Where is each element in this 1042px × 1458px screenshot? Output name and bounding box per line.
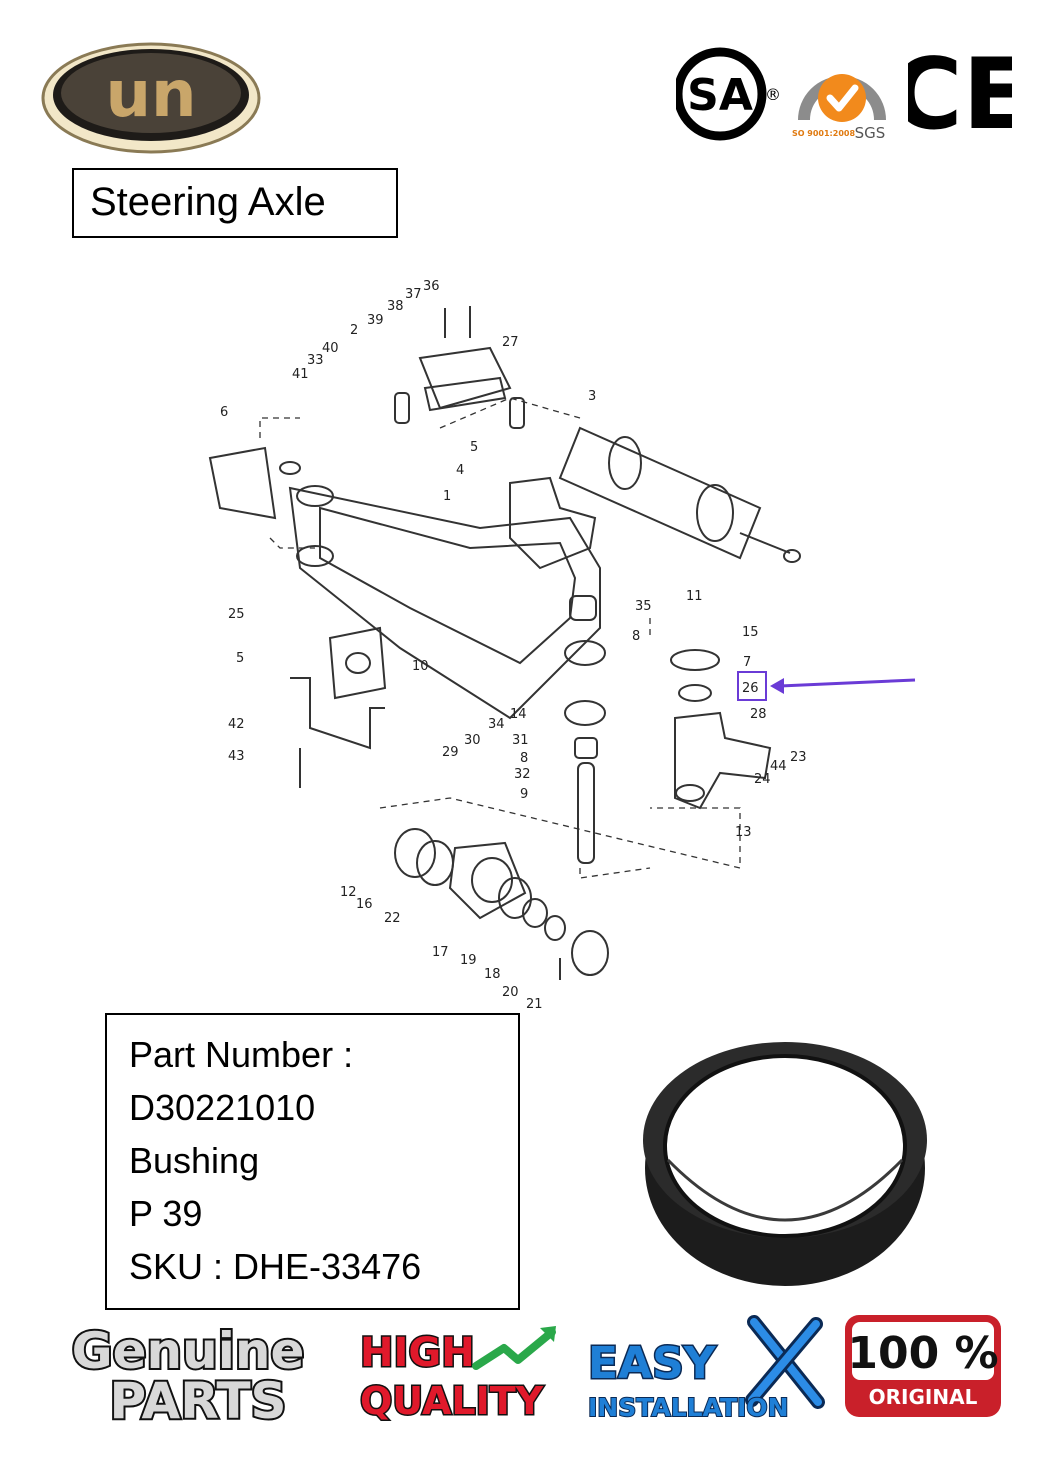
callout-label: 9 [520, 787, 528, 802]
right-knuckle-shape [674, 711, 772, 810]
diagram-callouts: 36 37 38 39 2 40 33 41 27 3 6 5 4 1 11 3… [220, 279, 807, 1012]
callout-label: 11 [686, 589, 703, 604]
quality-badge-line2: QUALITY [360, 1379, 544, 1423]
callout-label: 34 [488, 717, 505, 732]
callout-label: 43 [228, 749, 245, 764]
part-number-label: Part Number : [129, 1034, 354, 1075]
callout-label: 36 [423, 279, 440, 294]
wheel-hub-shape [448, 841, 527, 920]
callout-label: 30 [464, 733, 481, 748]
genuine-badge-line2: PARTS [109, 1372, 286, 1428]
callout-label: 12 [340, 885, 357, 900]
callout-label: 5 [236, 651, 244, 666]
callout-label: 10 [412, 659, 429, 674]
callout-label: 1 [443, 489, 451, 504]
callout-label: 18 [484, 967, 501, 982]
callout-label: 2 [350, 323, 358, 338]
callout-label: 22 [384, 911, 401, 926]
original-badge-line2: ORIGINAL [869, 1385, 978, 1409]
part-name: Bushing [129, 1140, 260, 1181]
easy-badge-line2: INSTALLATION [588, 1393, 789, 1422]
callout-label: 37 [405, 287, 422, 302]
part-position: P 39 [129, 1193, 203, 1234]
callout-label: 44 [770, 759, 787, 774]
callout-label: 13 [735, 825, 752, 840]
part-sku: SKU : DHE-33476 [129, 1246, 422, 1287]
trunnion-bracket-shape [418, 346, 512, 410]
callout-label: 19 [460, 953, 477, 968]
callout-label: 16 [356, 897, 373, 912]
un-brand-logo-icon: un [41, 42, 261, 154]
sgs-ring-text: SYSTEM CERTIFICATION [807, 59, 878, 66]
callout-label: 31 [512, 733, 529, 748]
callout-label: 39 [367, 313, 384, 328]
callout-label: 6 [220, 405, 228, 420]
csa-text: SA [687, 70, 753, 121]
quality-badge-line1: HIGH [360, 1330, 475, 1376]
genuine-parts-badge-icon: Genuine PARTS [70, 1320, 307, 1428]
callout-label: 20 [502, 985, 519, 1000]
callout-label: 7 [743, 655, 751, 670]
callout-label: 3 [588, 389, 596, 404]
ce-text: CE [908, 44, 1012, 140]
page-title: Steering Axle [90, 180, 326, 224]
highlighted-callout-box [737, 671, 767, 701]
callout-label: 25 [228, 607, 245, 622]
callout-label: 21 [526, 997, 543, 1012]
csa-registered-mark: ® [765, 85, 781, 104]
callout-label: 29 [442, 745, 459, 760]
callout-label: 35 [635, 599, 652, 614]
easy-badge-line1: EASY [588, 1338, 717, 1389]
callout-label: 5 [470, 440, 478, 455]
callout-label: 27 [502, 335, 519, 350]
callout-label: 38 [387, 299, 404, 314]
callout-label: 24 [754, 772, 771, 787]
brand-logo-text: un [105, 58, 196, 132]
csa-certification-icon: SA ® [676, 47, 781, 141]
tools-icon [745, 1315, 825, 1409]
pointer-arrow-icon [770, 678, 916, 694]
steering-axle-exploded-diagram: 36 37 38 39 2 40 33 41 27 3 6 5 4 1 11 3… [208, 279, 916, 1012]
axle-beam-shape [288, 486, 601, 720]
part-number-value: D30221010 [129, 1087, 316, 1128]
callout-label: 17 [432, 945, 449, 960]
high-quality-badge-icon: HIGH QUALITY [359, 1326, 556, 1425]
original-badge-icon: 100 % ORIGINAL [845, 1315, 1001, 1417]
callout-label: 42 [228, 717, 245, 732]
callout-label: 4 [456, 463, 464, 478]
callout-label: 40 [322, 341, 339, 356]
callout-label: 15 [742, 625, 759, 640]
part-info-box: Part Number : D30221010 Bushing P 39 SKU… [105, 1013, 520, 1310]
axle-beam-inner-shape [319, 506, 577, 665]
sgs-text: SGS [855, 124, 886, 142]
genuine-badge-line1: Genuine [72, 1322, 305, 1380]
callout-label: 23 [790, 750, 807, 765]
callout-label: 33 [307, 353, 324, 368]
callout-label: 14 [510, 707, 527, 722]
callout-label: 32 [514, 767, 531, 782]
sgs-iso-certification-icon: SYSTEM CERTIFICATION ISO 9001:2008 SGS [792, 59, 886, 142]
callout-label: 41 [292, 367, 309, 382]
callout-label-highlighted: 26 [742, 681, 759, 696]
bushing-product-photo [643, 1042, 927, 1286]
title-box: Steering Axle [72, 168, 398, 238]
sgs-iso-text: ISO 9001:2008 [792, 129, 855, 138]
steering-cylinder-shape [558, 426, 762, 560]
callout-label: 8 [632, 629, 640, 644]
easy-installation-badge-icon: EASY INSTALLATION [587, 1315, 825, 1423]
ce-mark-icon: CE [908, 44, 1012, 140]
left-knuckle-shape [208, 446, 277, 520]
original-badge-line1: 100 % [847, 1328, 998, 1379]
callout-label: 8 [520, 751, 528, 766]
callout-label: 28 [750, 707, 767, 722]
